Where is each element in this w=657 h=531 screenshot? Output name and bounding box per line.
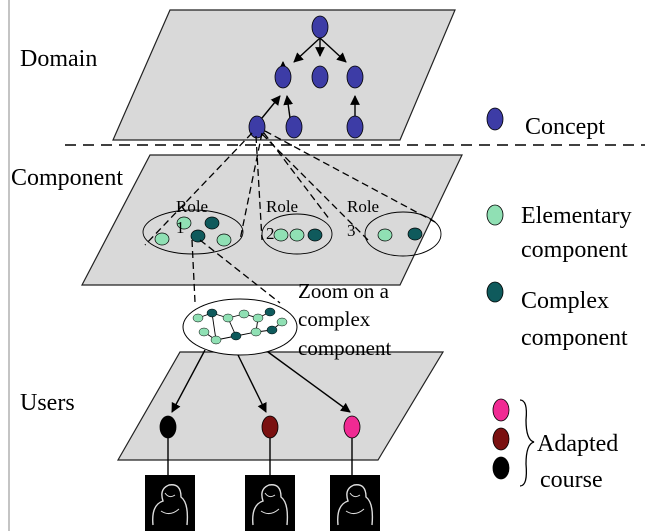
concept-node: [248, 115, 266, 139]
role-2-number: 2: [266, 224, 275, 243]
legend-adapted-label-1: Adapted: [537, 431, 618, 457]
concept-node: [285, 115, 303, 139]
legend-concept-swatch: [486, 107, 504, 131]
adapted-course-node: [343, 415, 361, 439]
users-plane: [116, 351, 445, 461]
layer-label-component: Component: [11, 165, 123, 191]
concept-node: [274, 65, 292, 89]
legend-elementary-swatch: [486, 204, 504, 226]
legend-complex-label-2: component: [521, 325, 628, 351]
legend-brace: [519, 399, 535, 487]
role-group-3: [364, 211, 442, 257]
adapted-course-node: [159, 415, 177, 439]
legend-elementary-label-2: component: [521, 237, 628, 263]
user-portrait-icon: [245, 475, 295, 531]
adapted-course-node: [261, 415, 279, 439]
concept-node: [346, 115, 364, 139]
legend-course-pink-swatch: [492, 398, 510, 422]
zoom-annotation-line-2: complex: [298, 307, 371, 331]
complex-component-zoom: [182, 298, 298, 356]
user-portrait-icon: [330, 475, 380, 531]
role-1-number: 1: [176, 218, 185, 237]
concept-node: [311, 65, 329, 89]
legend-course-black-swatch: [492, 456, 510, 480]
zoom-annotation-line-3: component: [298, 336, 391, 360]
legend-concept-label: Concept: [525, 114, 605, 140]
legend-elementary-label-1: Elementary: [521, 203, 632, 229]
concept-node: [346, 65, 364, 89]
legend-adapted-label-2: course: [540, 467, 603, 493]
user-portrait-icon: [145, 475, 195, 531]
role-3-label: Role: [347, 197, 379, 216]
zoom-annotation-line-1: Zoom on a: [298, 279, 390, 303]
concept-node: [311, 15, 329, 39]
zoom-link: [199, 239, 281, 304]
legend-complex-swatch: [486, 281, 504, 303]
concept-role-links: [144, 130, 436, 246]
layer-label-users: Users: [20, 390, 75, 416]
role-1-label: Role: [176, 197, 208, 216]
role-3-number: 3: [347, 221, 356, 240]
legend-course-red-swatch: [492, 427, 510, 451]
role-group-2: [261, 213, 333, 255]
concept-hierarchy: [248, 15, 364, 139]
role-2-label: Role: [266, 197, 298, 216]
legend-complex-label-1: Complex: [521, 288, 609, 314]
layer-label-domain: Domain: [20, 46, 97, 72]
component-user-links: [171, 349, 351, 413]
